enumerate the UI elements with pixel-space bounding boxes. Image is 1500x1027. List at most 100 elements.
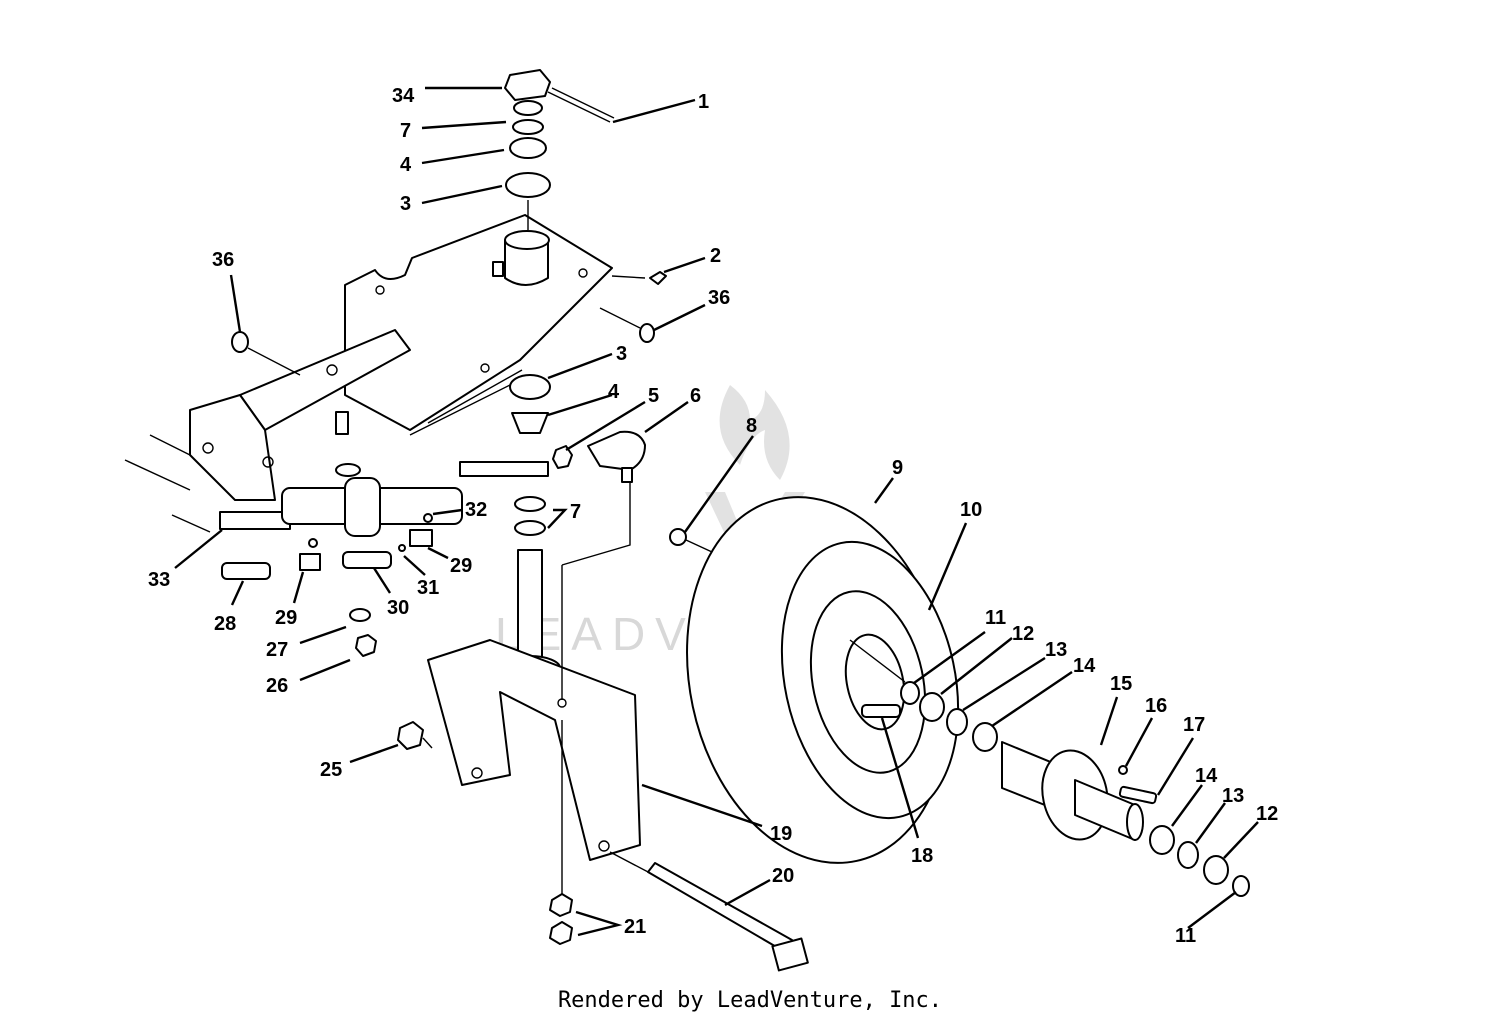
callout-2: 2 <box>710 245 721 267</box>
footer-credit: Rendered by LeadVenture, Inc. <box>557 988 943 1013</box>
callout-13: 13 <box>1222 785 1244 807</box>
lock-nut <box>549 921 573 945</box>
bracket-hole <box>202 442 214 454</box>
seal <box>919 692 945 722</box>
assembly-line <box>685 539 713 553</box>
o-ring <box>423 513 433 523</box>
callout-20: 20 <box>772 865 794 887</box>
roller-bearing <box>946 708 968 736</box>
frame-line <box>409 379 521 436</box>
cylinder-rod-end <box>219 511 291 530</box>
callout-7: 7 <box>400 120 411 142</box>
callout-4: 4 <box>608 381 620 403</box>
callout-27: 27 <box>266 639 288 661</box>
pin-cap <box>231 331 249 353</box>
spindle-housing <box>504 239 549 286</box>
axle-bolt <box>647 862 793 953</box>
callout-3: 3 <box>400 193 411 215</box>
callout-11: 11 <box>1175 925 1196 947</box>
bearing-race <box>972 722 998 752</box>
callout-8: 8 <box>746 415 757 437</box>
bearing-race <box>1149 825 1175 855</box>
castle-nut <box>504 69 551 101</box>
bushing <box>1232 875 1250 897</box>
callout-5: 5 <box>648 385 659 407</box>
washer <box>512 119 544 135</box>
callouts: 34 1 7 4 3 36 2 36 3 4 5 6 8 9 10 11 12 … <box>148 85 1278 947</box>
housing-tab <box>492 261 504 277</box>
caster-fork <box>427 639 641 861</box>
nut <box>397 721 424 750</box>
bearing-cup <box>509 374 551 400</box>
bolt-head <box>771 937 809 972</box>
callout-29: 29 <box>275 607 297 629</box>
callout-7: 7 <box>570 501 581 523</box>
tie-rod-stud <box>621 467 633 483</box>
callout-12: 12 <box>1012 623 1034 645</box>
callout-18: 18 <box>911 845 933 867</box>
plate-hole <box>480 363 490 373</box>
assembly-line <box>247 347 301 376</box>
seal <box>1203 855 1229 885</box>
fork-hole <box>598 840 610 852</box>
callout-15: 15 <box>1110 673 1132 695</box>
bearing <box>509 137 547 159</box>
hub-bolt <box>1118 785 1158 805</box>
lock-nut <box>549 893 573 917</box>
callout-31: 31 <box>417 577 439 599</box>
callout-25: 25 <box>320 759 342 781</box>
callout-10: 10 <box>960 499 982 521</box>
cotter-pin <box>547 91 611 123</box>
callout-14: 14 <box>1195 765 1218 787</box>
callout-36: 36 <box>708 287 730 309</box>
assembly-line <box>599 307 641 329</box>
cotter-pin <box>551 87 615 119</box>
callout-9: 9 <box>892 457 903 479</box>
assembly-line <box>849 639 906 683</box>
beam-hole <box>326 364 338 376</box>
leader-lines <box>174 86 1259 937</box>
callout-3: 3 <box>616 343 627 365</box>
assembly-line <box>561 482 631 566</box>
plate-hole <box>375 285 385 295</box>
frame-line <box>427 369 523 424</box>
valve-stem <box>669 528 687 546</box>
hub-spindle-end <box>1126 803 1144 841</box>
callout-1: 1 <box>698 91 709 113</box>
washer <box>513 100 543 116</box>
watermark-flame-icon <box>719 385 790 480</box>
frame-line <box>171 514 211 533</box>
roller-bearing <box>1177 841 1199 869</box>
callout-30: 30 <box>387 597 409 619</box>
bushing <box>900 681 920 705</box>
frame-line <box>149 434 191 456</box>
o-ring <box>308 538 318 548</box>
callout-21: 21 <box>624 916 646 938</box>
bearing-cup <box>505 172 551 198</box>
callout-11: 11 <box>985 607 1006 629</box>
callout-14: 14 <box>1073 655 1096 677</box>
fork-hole <box>471 767 483 779</box>
callout-29: 29 <box>450 555 472 577</box>
washer <box>349 608 371 622</box>
callout-19: 19 <box>770 823 792 845</box>
callout-26: 26 <box>266 675 288 697</box>
frame-line <box>124 459 191 491</box>
assembly-line <box>611 275 646 279</box>
callout-6: 6 <box>690 385 701 407</box>
washer <box>514 496 546 512</box>
o-ring <box>398 544 406 552</box>
steering-plate <box>344 214 613 431</box>
callout-33: 33 <box>148 569 170 591</box>
callout-4: 4 <box>400 154 412 176</box>
assembly-line <box>422 737 433 749</box>
cylinder-center-mount <box>344 477 381 537</box>
washer <box>514 520 546 536</box>
plate-hole <box>578 268 588 278</box>
elbow-fitting <box>299 553 321 571</box>
pivot-stud <box>335 411 349 435</box>
grease-fitting <box>1118 765 1128 775</box>
bearing <box>511 412 549 434</box>
